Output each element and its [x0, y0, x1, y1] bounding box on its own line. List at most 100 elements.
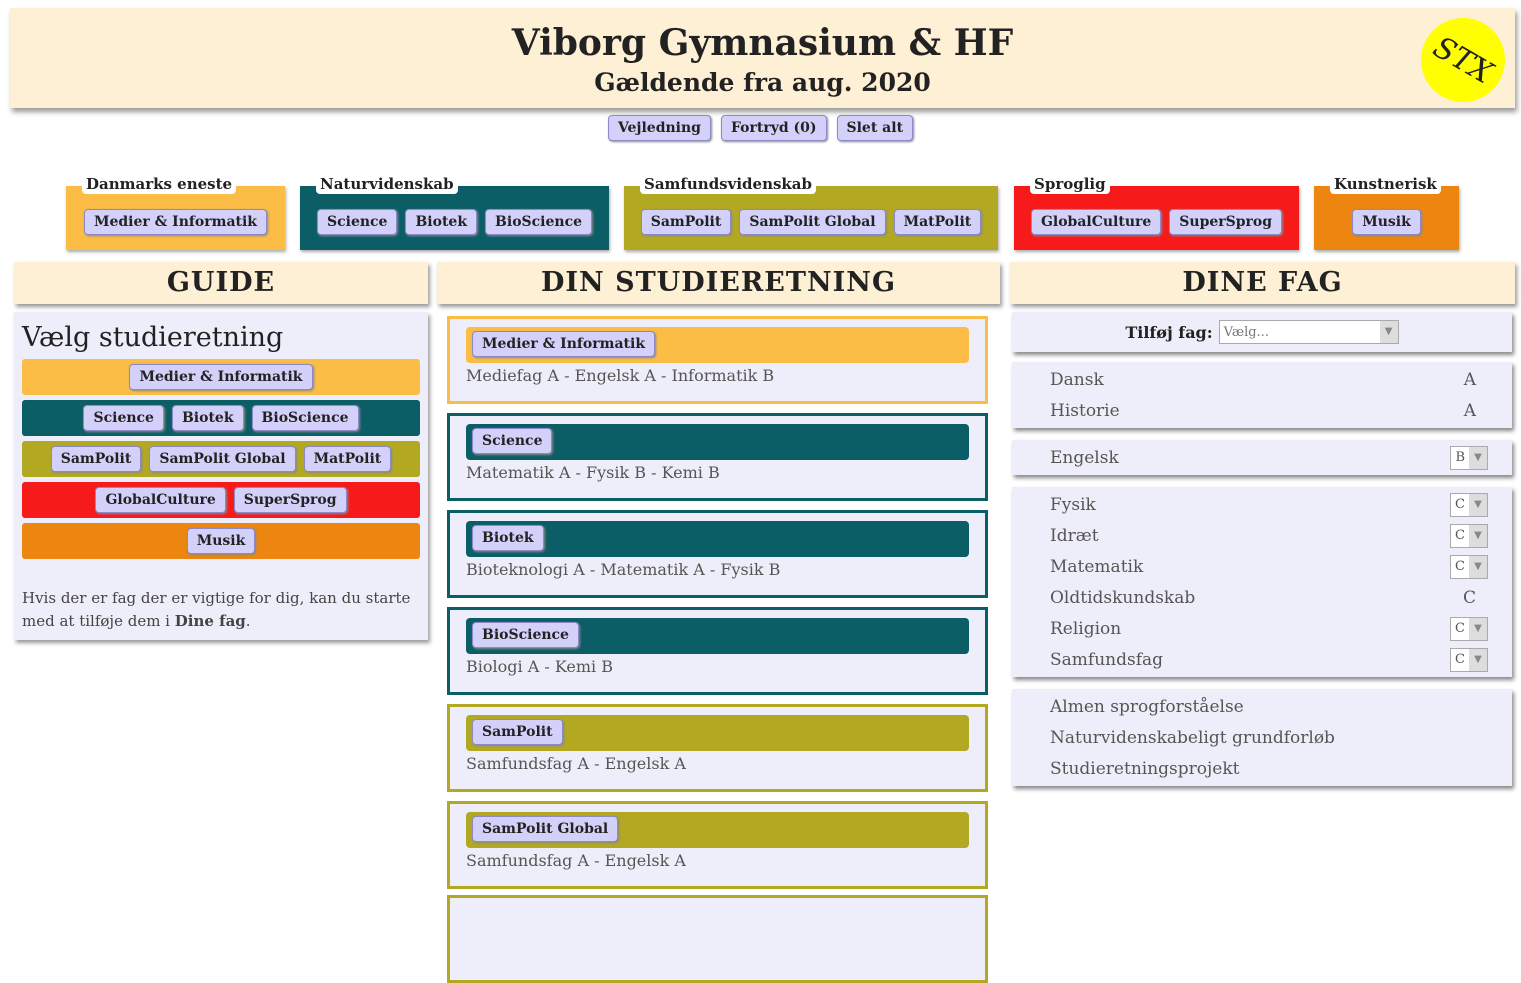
add-subject-bar: Tilføj fag: Vælg... ▼ — [1012, 312, 1512, 352]
study-bar: SamPolit Global — [466, 812, 969, 848]
study-button[interactable]: Medier & Informatik — [83, 209, 268, 235]
study-name[interactable]: BioScience — [472, 622, 579, 648]
study-button[interactable]: SuperSprog — [1169, 209, 1283, 235]
toolbar: Vejledning Fortryd (0) Slet alt — [0, 115, 1521, 141]
guide-study-button[interactable]: SamPolit Global — [149, 446, 296, 472]
guide-button[interactable]: Vejledning — [607, 115, 711, 141]
guide-study-button[interactable]: SuperSprog — [233, 487, 347, 513]
subject-row: Idræt C▼ — [1012, 520, 1512, 551]
study-button[interactable]: Science — [316, 209, 398, 235]
study-subjects: Samfundsfag A - Engelsk A — [466, 754, 686, 773]
study-name[interactable]: Science — [472, 428, 553, 454]
study-button[interactable]: Musik — [1352, 209, 1421, 235]
study-name[interactable]: SamPolit Global — [472, 816, 619, 842]
subject-row: Religion C▼ — [1012, 613, 1512, 644]
guide-study-button[interactable]: GlobalCulture — [95, 487, 226, 513]
subject-name: Religion — [1050, 618, 1122, 639]
subject-name: Oldtidskundskab — [1050, 587, 1196, 608]
study-subjects: Bioteknologi A - Matematik A - Fysik B — [466, 560, 781, 579]
study-subjects: Matematik A - Fysik B - Kemi B — [466, 463, 720, 482]
study-card[interactable] — [447, 895, 988, 983]
add-subject-select[interactable]: Vælg... ▼ — [1218, 320, 1399, 344]
category-label: Naturvidenskab — [316, 174, 458, 194]
subject-name: Fysik — [1050, 494, 1096, 515]
guide-study-button[interactable]: Science — [83, 405, 164, 431]
study-button[interactable]: MatPolit — [893, 209, 982, 235]
study-subjects: Mediefag A - Engelsk A - Informatik B — [466, 366, 775, 385]
subject-name: Idræt — [1050, 525, 1099, 546]
guide-study-button[interactable]: SamPolit — [50, 446, 142, 472]
study-bar: Biotek — [466, 521, 969, 557]
category-label: Kunstnerisk — [1330, 174, 1441, 194]
study-name[interactable]: Biotek — [472, 525, 544, 551]
level-select[interactable]: C▼ — [1450, 647, 1488, 672]
chevron-down-icon: ▼ — [1379, 321, 1398, 343]
study-button[interactable]: SamPolit Global — [739, 209, 886, 235]
level-value: A — [1463, 369, 1476, 390]
clear-all-button[interactable]: Slet alt — [836, 115, 914, 141]
subject-name: Dansk — [1050, 369, 1104, 390]
level-value: C — [1455, 497, 1465, 512]
level-value: A — [1463, 400, 1476, 421]
subject-row: Dansk A — [1012, 364, 1512, 395]
guide-study-button[interactable]: Biotek — [171, 405, 244, 431]
guide-study-button[interactable]: Medier & Informatik — [129, 364, 313, 390]
chevron-down-icon: ▼ — [1469, 446, 1487, 469]
study-button[interactable]: SamPolit — [640, 209, 732, 235]
school-title: Viborg Gymnasium & HF — [511, 22, 1014, 64]
guide-note: Hvis der er fag der er vigtige for dig, … — [22, 587, 420, 633]
level-value: C — [1455, 559, 1465, 574]
category-label: Samfundsvidenskab — [640, 174, 817, 194]
level-select[interactable]: C▼ — [1450, 554, 1488, 579]
level-select[interactable]: C▼ — [1450, 492, 1488, 517]
valid-from: Gældende fra aug. 2020 — [594, 68, 931, 97]
level-select[interactable]: B▼ — [1450, 445, 1488, 470]
study-subjects: Biologi A - Kemi B — [466, 657, 613, 676]
add-subject-placeholder: Vælg... — [1223, 324, 1269, 340]
guide-study-button[interactable]: BioScience — [251, 405, 359, 431]
subject-row: Almen sprogforståelse — [1012, 691, 1512, 722]
add-subject-label: Tilføj fag: — [1125, 322, 1213, 342]
study-button[interactable]: Biotek — [405, 209, 478, 235]
level-select[interactable]: C▼ — [1450, 523, 1488, 548]
study-name[interactable]: Medier & Informatik — [472, 331, 656, 357]
level-value: B — [1455, 450, 1465, 465]
undo-button[interactable]: Fortryd (0) — [720, 115, 827, 141]
chevron-down-icon: ▼ — [1469, 648, 1487, 671]
subject-name: Almen sprogforståelse — [1050, 696, 1244, 717]
study-button[interactable]: GlobalCulture — [1030, 209, 1162, 235]
study-subjects: Samfundsfag A - Engelsk A — [466, 851, 686, 870]
guide-row-4: Musik — [22, 523, 420, 559]
study-bar: SamPolit — [466, 715, 969, 751]
guide-study-button[interactable]: Musik — [186, 528, 256, 554]
subject-row: Studieretningsprojekt — [1012, 753, 1512, 784]
guide-study-button[interactable]: MatPolit — [303, 446, 392, 472]
subject-name: Matematik — [1050, 556, 1144, 577]
chevron-down-icon: ▼ — [1469, 524, 1487, 547]
study-button[interactable]: BioScience — [485, 209, 593, 235]
subject-name: Engelsk — [1050, 447, 1119, 468]
study-name[interactable]: SamPolit — [472, 719, 563, 745]
level-select[interactable]: C▼ — [1450, 616, 1488, 641]
chevron-down-icon: ▼ — [1469, 493, 1487, 516]
guide-row-1: Science Biotek BioScience — [22, 400, 420, 436]
